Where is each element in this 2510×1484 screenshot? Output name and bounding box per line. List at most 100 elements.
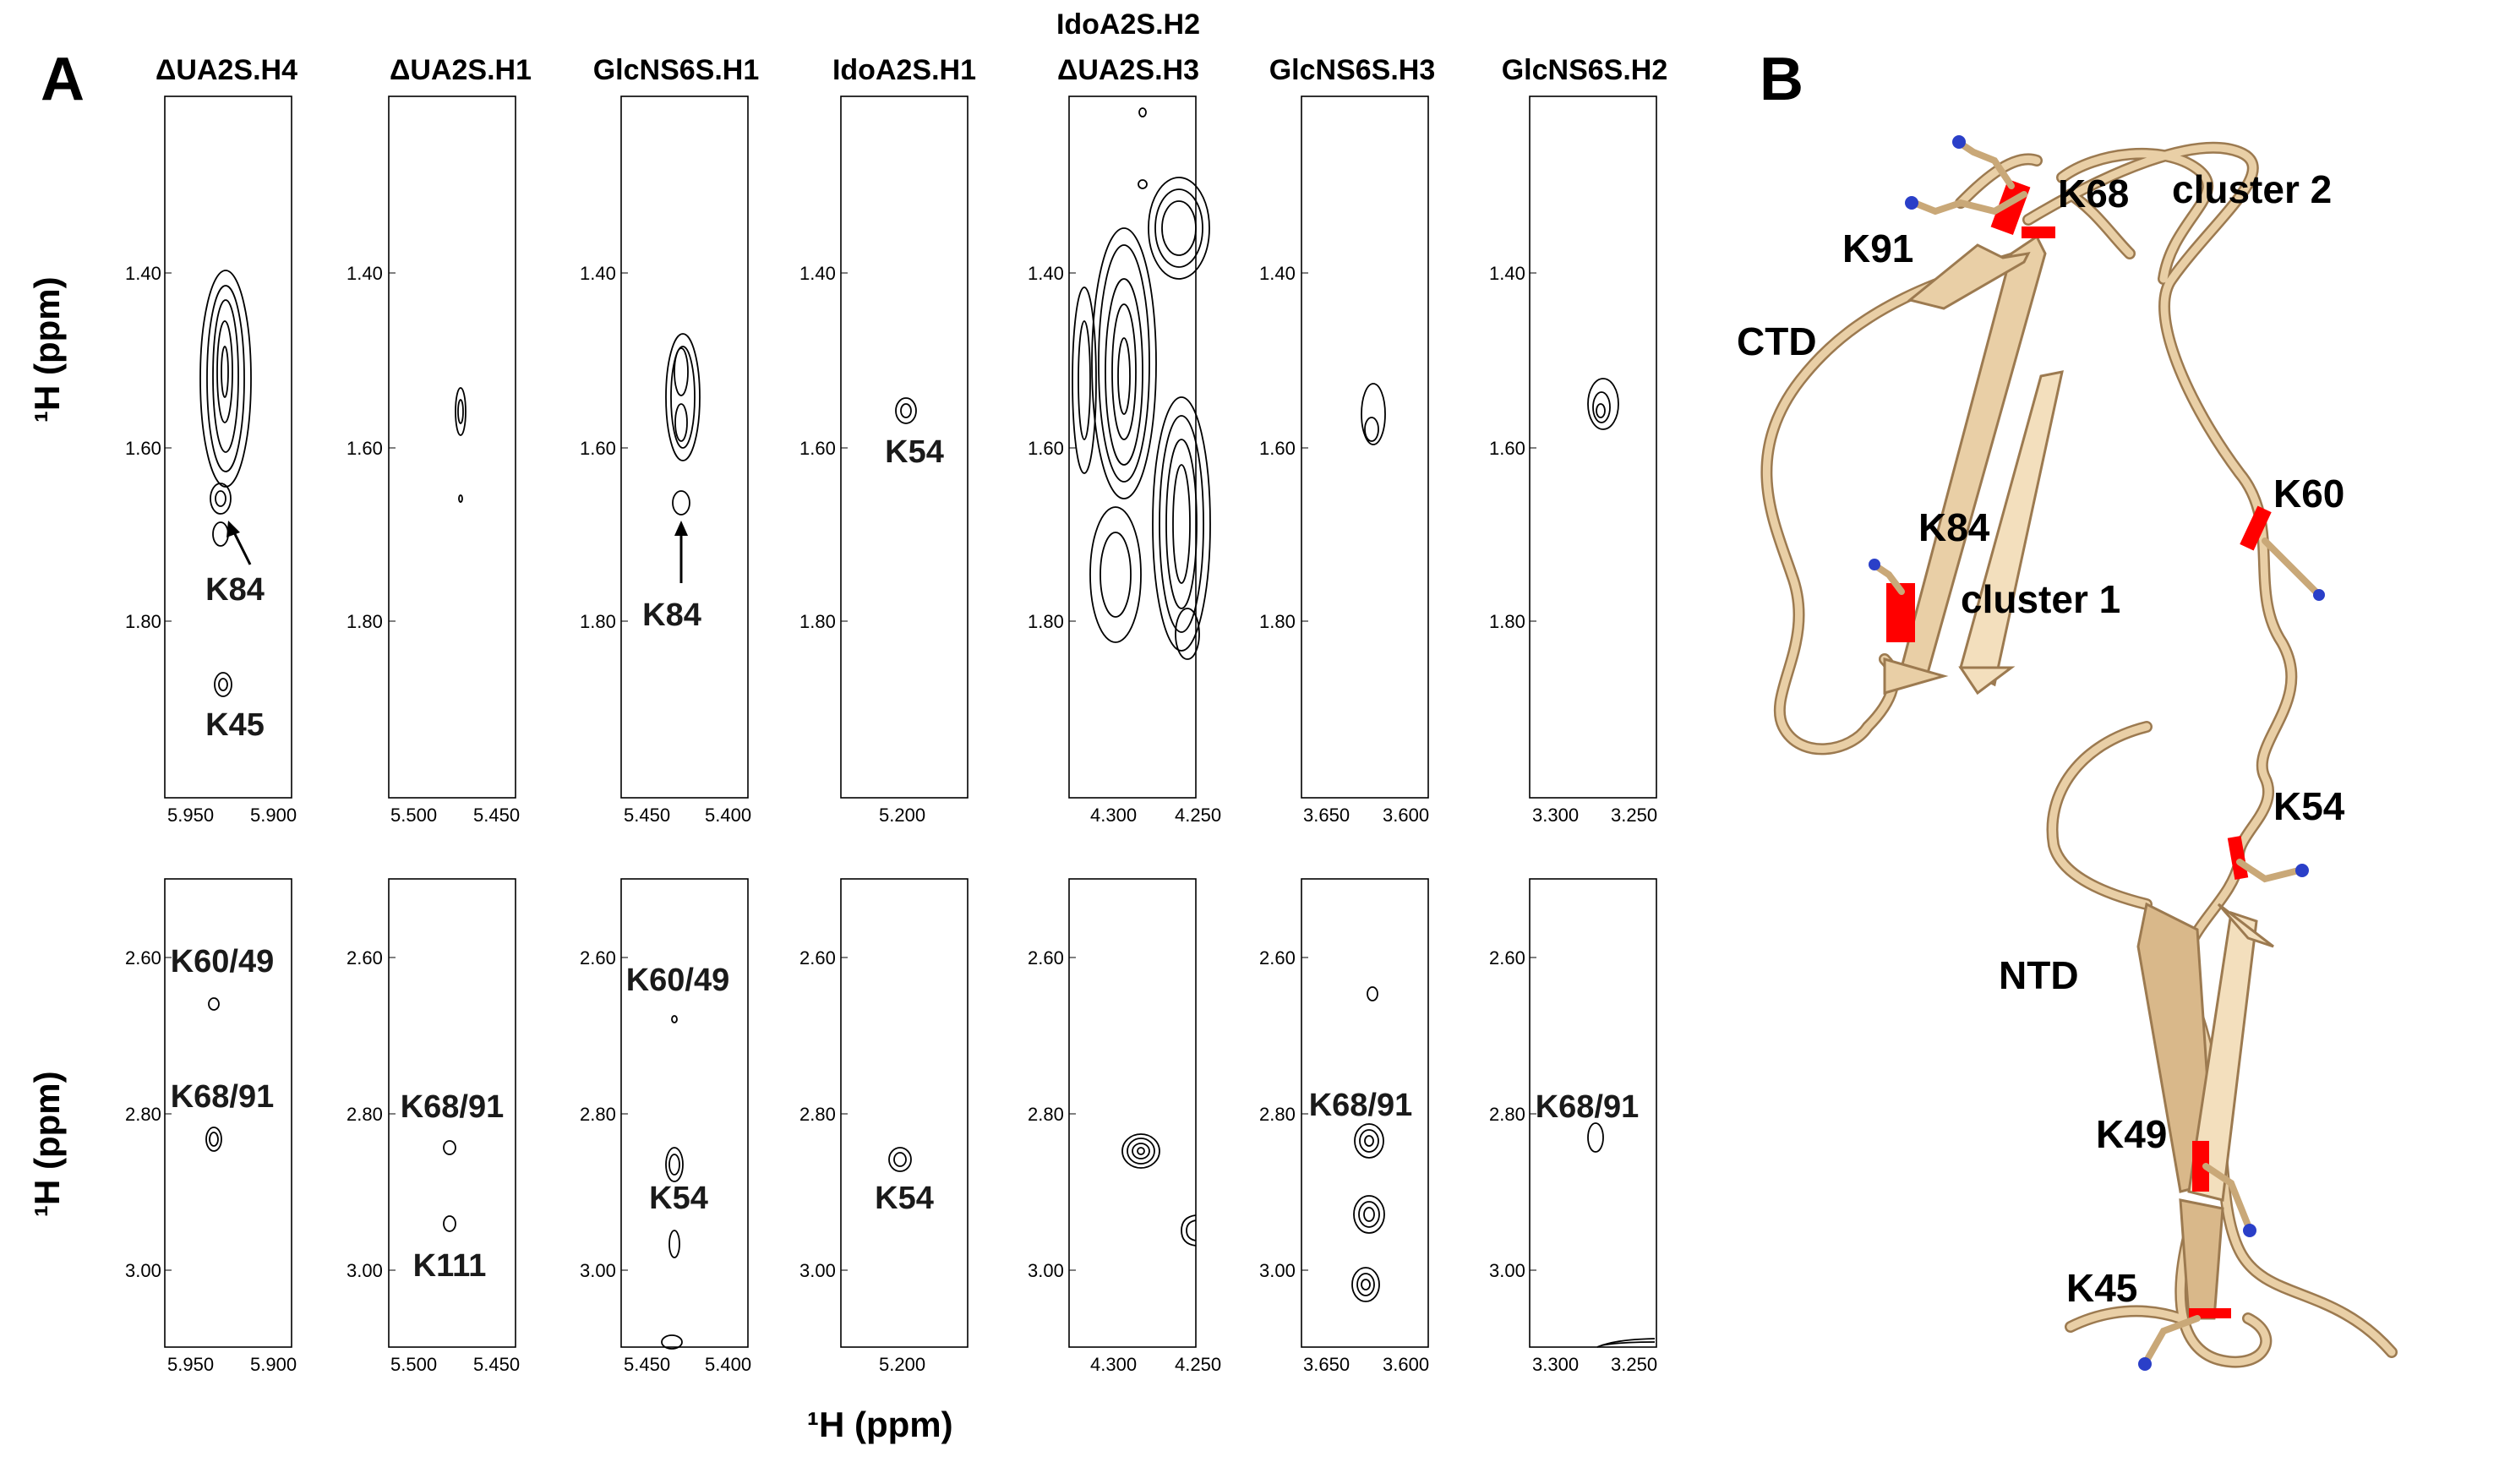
y-tick: 1.60 [799,438,836,459]
column-title-2: ΔUA2S.H1 [390,54,532,86]
label-ctd: CTD [1737,319,1817,363]
x-tick: 5.450 [624,1354,670,1375]
y-tick: 2.60 [1489,947,1525,968]
spectrum-bottom-3: 2.60 2.80 3.00 5.450 5.400 K60/49 K54 [580,878,751,1375]
peak-label: K54 [885,434,944,470]
spectrum-top-1: 1.40 1.60 1.80 5.950 5.900 K84 K45 [125,95,297,826]
label-k54: K54 [2273,784,2345,828]
x-tick: 5.900 [250,1354,297,1375]
peak-label: K84 [205,572,265,608]
column-title-1: ΔUA2S.H4 [156,54,297,86]
x-tick: 5.500 [390,1354,437,1375]
y-tick: 1.80 [125,611,161,632]
x-axis-label: ¹H (ppm) [807,1405,953,1444]
label-cluster1: cluster 1 [1961,577,2120,621]
x-tick: 5.450 [473,805,520,826]
y-tick: 1.40 [125,263,161,284]
x-tick: 5.950 [167,805,214,826]
y-axis-label-top: ¹H (ppm) [27,276,67,423]
y-tick: 3.00 [346,1260,383,1281]
y-tick: 1.40 [1489,263,1525,284]
column-title-4: IdoA2S.H1 [832,54,976,86]
x-tick: 5.450 [624,805,670,826]
y-tick: 1.80 [799,611,836,632]
x-tick: 5.450 [473,1354,520,1375]
spectrum-top-5: 1.40 1.60 1.80 4.300 4.250 [1028,95,1221,826]
y-tick: 1.40 [1028,263,1064,284]
label-k60: K60 [2273,472,2344,516]
panel-b-letter: B [1760,46,1803,113]
y-tick: 2.80 [1489,1104,1525,1125]
peak-label: K54 [875,1181,934,1216]
y-tick: 1.80 [580,611,616,632]
y-tick: 2.60 [580,947,616,968]
spectrum-bottom-7: 2.60 2.80 3.00 3.300 3.250 K68/91 [1489,878,1657,1375]
spectrum-top-2: 1.40 1.60 1.80 5.500 5.450 [346,95,520,826]
y-tick: 2.60 [1028,947,1064,968]
y-tick: 1.60 [580,438,616,459]
label-k49: K49 [2096,1112,2167,1156]
peak-label: K68/91 [1309,1088,1413,1123]
x-tick: 4.250 [1175,805,1221,826]
label-k91: K91 [1842,226,1913,270]
x-tick: 3.600 [1383,1354,1429,1375]
label-ntd: NTD [1999,953,2079,997]
peak-label: K45 [205,707,265,743]
peak-label: K84 [642,597,701,633]
y-tick: 1.60 [125,438,161,459]
x-tick: 5.400 [705,805,751,826]
y-tick: 2.80 [1028,1104,1064,1125]
y-tick: 1.40 [799,263,836,284]
spectrum-top-3: 1.40 1.60 1.80 5.450 5.400 K84 [580,95,751,826]
y-tick: 1.40 [1259,263,1296,284]
label-k45: K45 [2066,1266,2137,1310]
column-title-6: GlcNS6S.H3 [1269,54,1436,86]
panel-a-letter: A [41,46,85,113]
y-tick: 2.80 [1259,1104,1296,1125]
y-tick: 3.00 [125,1260,161,1281]
y-tick: 2.60 [799,947,836,968]
spectrum-bottom-2: 2.60 2.80 3.00 5.500 5.450 K68/91 K111 [346,878,520,1375]
peak-label: K68/91 [171,1079,275,1115]
y-tick: 1.60 [1028,438,1064,459]
y-tick: 3.00 [580,1260,616,1281]
x-tick: 4.250 [1175,1354,1221,1375]
y-tick: 2.60 [125,947,161,968]
x-tick: 3.650 [1303,805,1350,826]
peak-label: K60/49 [171,944,275,979]
label-cluster2: cluster 2 [2172,167,2332,211]
y-tick: 1.80 [1489,611,1525,632]
y-tick: 2.80 [580,1104,616,1125]
x-tick: 3.650 [1303,1354,1350,1375]
spectrum-bottom-1: 2.60 2.80 3.00 5.950 5.900 K60/49 K68/91 [125,878,297,1375]
x-tick: 3.300 [1532,805,1579,826]
y-tick: 1.80 [346,611,383,632]
y-tick: 2.80 [125,1104,161,1125]
spectrum-top-6: 1.40 1.60 1.80 3.650 3.600 [1259,95,1429,826]
x-tick: 5.400 [705,1354,751,1375]
peak-label: K111 [413,1248,487,1284]
x-tick: 5.200 [879,1354,925,1375]
y-tick: 1.80 [1028,611,1064,632]
y-tick: 1.40 [580,263,616,284]
column-title-7: GlcNS6S.H2 [1502,54,1668,86]
spectrum-bottom-4: 2.60 2.80 3.00 5.200 K54 [799,878,969,1375]
spectrum-bottom-6: 2.60 2.80 3.00 3.650 3.600 K68/91 [1259,878,1429,1375]
peak-label: K68/91 [1536,1089,1640,1125]
y-axis-label-bottom: ¹H (ppm) [27,1071,67,1217]
protein-structure: K68 cluster 2 K91 CTD K60 K84 cluster 1 … [1737,135,2398,1371]
x-tick: 5.500 [390,805,437,826]
peak-label: K68/91 [401,1089,505,1125]
x-tick: 5.950 [167,1354,214,1375]
column-title-3: GlcNS6S.H1 [593,54,760,86]
y-tick: 2.80 [799,1104,836,1125]
peak-label: K54 [649,1181,708,1216]
x-tick: 4.300 [1090,1354,1137,1375]
y-tick: 3.00 [1259,1260,1296,1281]
y-tick: 1.60 [1489,438,1525,459]
peak-label: K60/49 [626,963,730,998]
y-tick: 2.60 [346,947,383,968]
y-tick: 1.60 [346,438,383,459]
spectrum-top-4: 1.40 1.60 1.80 5.200 K54 [799,95,969,826]
